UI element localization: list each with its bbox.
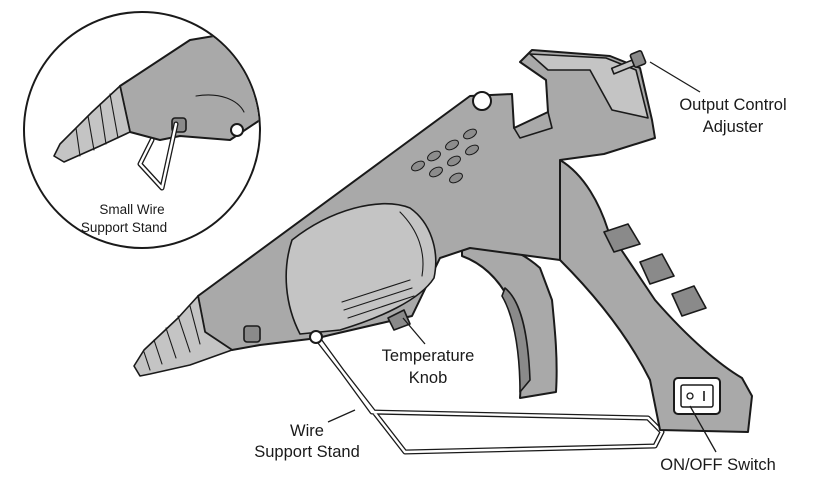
- output-control-label-2: Adjuster: [703, 118, 764, 136]
- vent-slots: [411, 128, 479, 184]
- onoff-switch: [673, 377, 721, 415]
- callout-labels: Output Control Adjuster Temperature Knob…: [81, 96, 787, 474]
- leader-lines: [327, 61, 717, 453]
- temperature-knob-label-2: Knob: [409, 369, 448, 387]
- gun-body: [197, 49, 656, 351]
- output-control-adjuster: [610, 50, 647, 75]
- small-wire-label: Small Wire: [99, 202, 164, 217]
- small-wire-label-2: Support Stand: [81, 220, 167, 235]
- small-wire-support-stand: [137, 121, 179, 191]
- nozzle: [133, 295, 233, 377]
- wire-stand-label: Wire: [290, 422, 324, 440]
- temperature-knob: [387, 309, 411, 331]
- output-control-label: Output Control: [679, 96, 786, 114]
- wire-stand-label-2: Support Stand: [254, 443, 360, 461]
- inset-detail: [23, 11, 261, 249]
- glue-gun: [133, 49, 753, 455]
- temperature-knob-label: Temperature: [382, 347, 475, 365]
- onoff-switch-label: ON/OFF Switch: [660, 456, 776, 474]
- wire-support-stand: [315, 335, 665, 455]
- trigger: [461, 240, 558, 399]
